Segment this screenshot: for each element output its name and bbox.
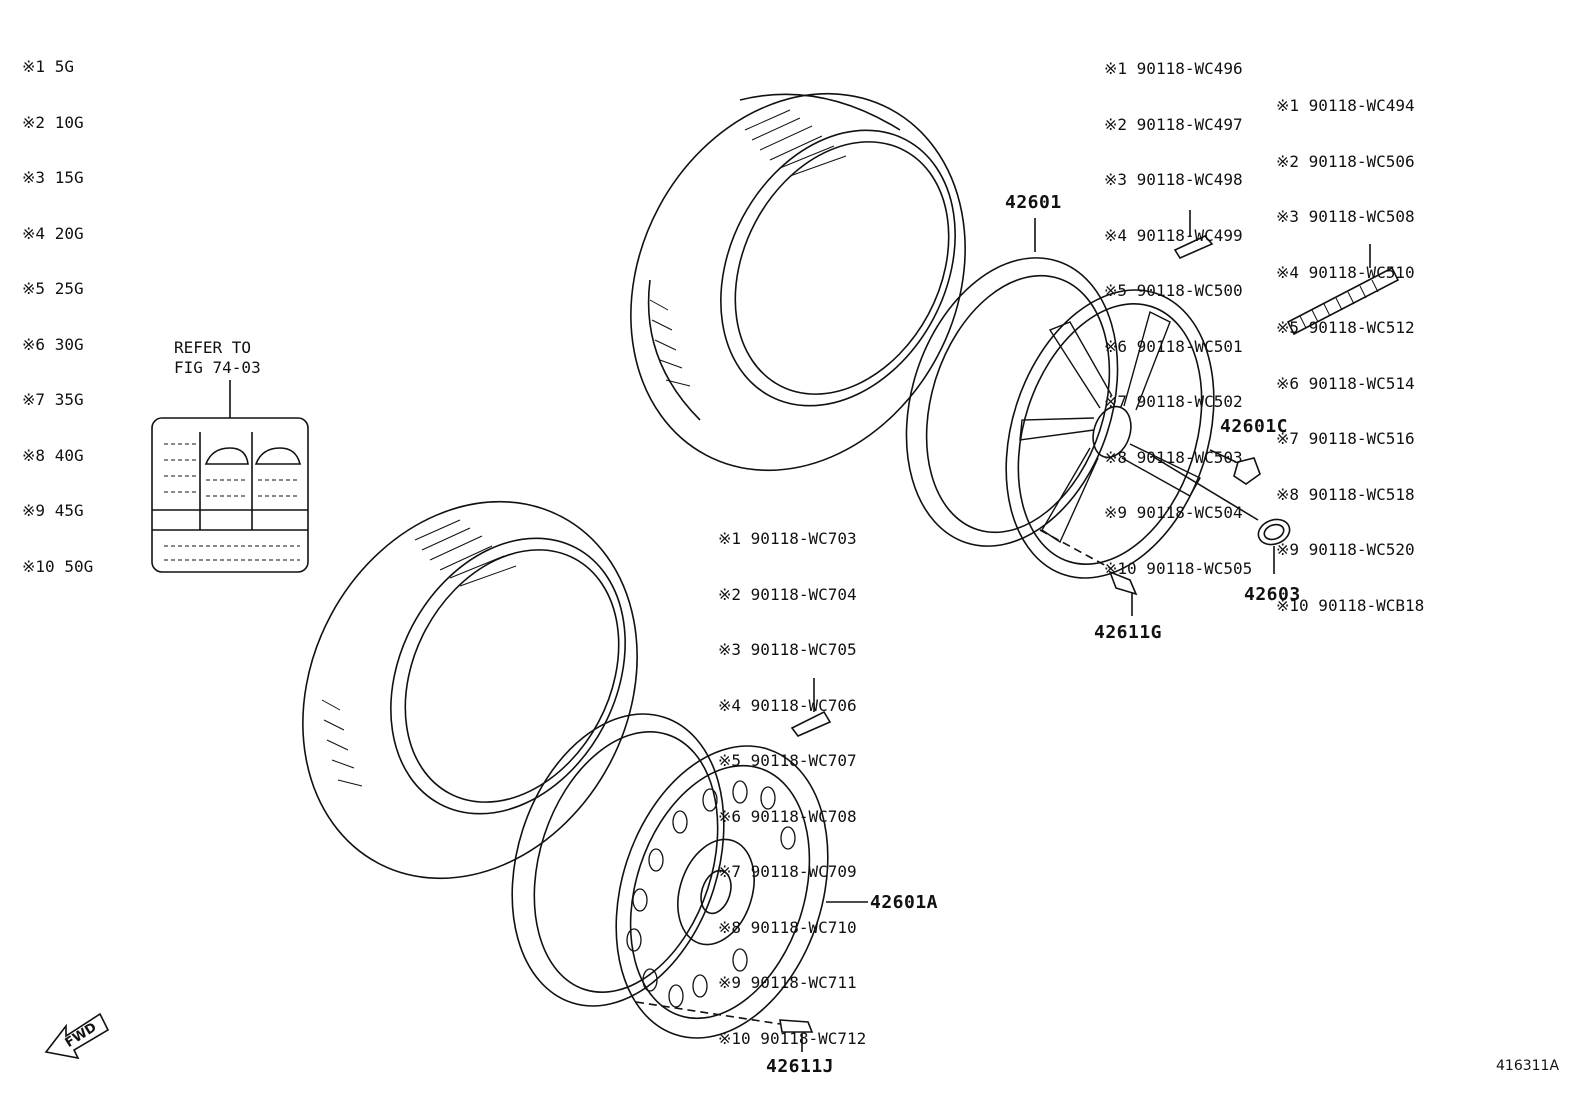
part-number: ※10 90118-WC505 bbox=[1104, 558, 1253, 578]
part-number: ※5 90118-WC500 bbox=[1104, 281, 1243, 300]
part-number: ※1 90118-WC494 bbox=[1276, 96, 1415, 115]
part-number: ※5 90118-WC512 bbox=[1276, 318, 1415, 337]
part-number: ※7 90118-WC516 bbox=[1276, 429, 1415, 448]
part-number: ※7 90118-WC502 bbox=[1104, 392, 1243, 411]
part-number: ※2 90118-WC506 bbox=[1276, 151, 1415, 171]
weight-row: ※3 15G bbox=[22, 168, 84, 187]
part-number: ※2 90118-WC497 bbox=[1104, 114, 1243, 134]
steel-wheel bbox=[511, 713, 868, 1039]
part-number: ※3 90118-WC508 bbox=[1276, 207, 1415, 226]
part-number: ※9 90118-WC520 bbox=[1276, 540, 1415, 559]
part-number: ※9 90118-WC711 bbox=[718, 973, 857, 992]
adhesive-weight-strip bbox=[1286, 244, 1400, 336]
clip-weight-mid bbox=[790, 678, 832, 737]
weight-row: ※5 25G bbox=[22, 279, 84, 298]
part-number: ※1 90118-WC703 bbox=[718, 529, 857, 548]
weight-list: ※1 5G ※2 10G ※3 15G ※4 20G ※5 25G ※6 30G… bbox=[22, 21, 93, 595]
callout-42611g: 42611G bbox=[1094, 622, 1163, 643]
valve-top bbox=[1108, 570, 1138, 616]
part-number: ※6 90118-WC501 bbox=[1104, 336, 1243, 356]
wheel-nut bbox=[1209, 449, 1261, 485]
part-number: ※7 90118-WC709 bbox=[718, 862, 857, 881]
part-number: ※4 90118-WC706 bbox=[718, 695, 857, 715]
part-list-top-right: ※1 90118-WC494 ※2 90118-WC506 ※3 90118-W… bbox=[1276, 60, 1424, 634]
callout-42603: 42603 bbox=[1244, 584, 1301, 605]
weight-row: ※8 40G bbox=[22, 445, 84, 465]
weight-row: ※6 30G bbox=[22, 334, 84, 354]
lower-tire bbox=[302, 500, 638, 880]
part-number: ※6 90118-WC708 bbox=[718, 806, 857, 826]
figure-id: 416311A bbox=[1496, 1058, 1560, 1074]
part-number: ※5 90118-WC707 bbox=[718, 751, 857, 770]
weight-row: ※7 35G bbox=[22, 390, 84, 409]
part-number: ※8 90118-WC710 bbox=[718, 917, 857, 937]
weight-row: ※1 5G bbox=[22, 57, 74, 76]
part-number: ※4 90118-WC499 bbox=[1104, 225, 1243, 245]
part-number: ※6 90118-WC514 bbox=[1276, 373, 1415, 393]
part-number: ※8 90118-WC503 bbox=[1104, 447, 1243, 467]
callout-42611j: 42611J bbox=[766, 1056, 835, 1077]
valve-bottom bbox=[779, 1019, 814, 1052]
part-number: ※8 90118-WC518 bbox=[1276, 484, 1415, 504]
alloy-wheel bbox=[905, 257, 1259, 579]
upper-tire bbox=[630, 92, 966, 472]
part-number: ※3 90118-WC705 bbox=[718, 640, 857, 659]
part-list-mid: ※1 90118-WC703 ※2 90118-WC704 ※3 90118-W… bbox=[718, 493, 866, 1067]
part-number: ※9 90118-WC504 bbox=[1104, 503, 1243, 522]
fwd-arrow-icon bbox=[44, 1012, 110, 1060]
callout-42601c: 42601C bbox=[1220, 416, 1289, 437]
part-number: ※10 90118-WCB18 bbox=[1276, 595, 1425, 615]
weight-row: ※10 50G bbox=[22, 556, 94, 576]
part-number: ※4 90118-WC510 bbox=[1276, 262, 1415, 282]
part-number: ※1 90118-WC496 bbox=[1104, 59, 1243, 78]
weight-row: ※4 20G bbox=[22, 223, 84, 243]
weight-row: ※2 10G bbox=[22, 112, 84, 132]
callout-42601a: 42601A bbox=[870, 892, 939, 913]
label-card bbox=[151, 380, 309, 573]
callout-42601: 42601 bbox=[1005, 192, 1062, 213]
part-list-top-center: ※1 90118-WC496 ※2 90118-WC497 ※3 90118-W… bbox=[1104, 23, 1252, 597]
weight-row: ※9 45G bbox=[22, 501, 84, 520]
part-number: ※2 90118-WC704 bbox=[718, 584, 857, 604]
part-number: ※3 90118-WC498 bbox=[1104, 170, 1243, 189]
part-number: ※10 90118-WC712 bbox=[718, 1028, 867, 1048]
refer-note: REFER TO FIG 74-03 bbox=[174, 338, 261, 377]
ornament-cap bbox=[1257, 518, 1291, 574]
clip-weight-top bbox=[1173, 210, 1214, 260]
